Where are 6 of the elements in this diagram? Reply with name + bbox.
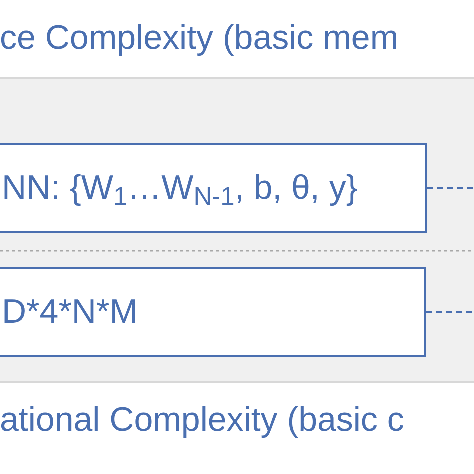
dashed-connector [426, 311, 474, 313]
section-title: ce Complexity (basic mem [0, 18, 399, 58]
formula-box: D*4*N*M [0, 267, 426, 357]
formula-box: NN: {W$_{1}$…W$_{N-1}$, b, θ, y} [0, 143, 427, 233]
dashed-connector [427, 187, 474, 189]
section-title: ational Complexity (basic c [0, 400, 404, 440]
